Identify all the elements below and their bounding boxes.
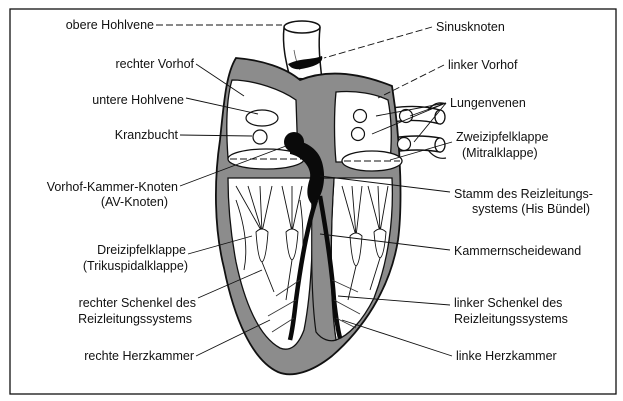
label-left-atrium: linker Vorhof xyxy=(448,58,518,72)
labels-left: obere Hohlvene rechter Vorhof untere Hoh… xyxy=(47,18,196,363)
label-mitral-valve: Zweizipfelklappe xyxy=(456,130,548,144)
label-left-bundle-branch: linker Schenkel des xyxy=(454,296,562,310)
label-left-ventricle: linke Herzkammer xyxy=(456,349,557,363)
label-his-bundle: Stamm des Reizleitungs- xyxy=(454,187,593,201)
label-tricuspid-valve: Dreizipfelklappe xyxy=(97,243,186,257)
label-right-bundle-branch-sub: Reizleitungssystems xyxy=(78,312,192,326)
superior-vena-cava xyxy=(283,21,322,80)
label-left-bundle-branch-sub: Reizleitungssystems xyxy=(454,312,568,326)
pulmonary-vein-opening-4 xyxy=(398,138,411,151)
label-his-bundle-sub: systems (His Bündel) xyxy=(472,202,590,216)
heart-cross-section-icon xyxy=(216,21,446,374)
label-sinus-node: Sinusknoten xyxy=(436,20,505,34)
coronary-sinus-opening xyxy=(253,130,267,144)
pulmonary-vein-opening-1 xyxy=(354,110,367,123)
label-right-bundle-branch: rechter Schenkel des xyxy=(79,296,196,310)
labels-right: Sinusknoten linker Vorhof Lungenvenen Zw… xyxy=(436,20,593,363)
left-ventricle xyxy=(331,178,392,340)
av-node xyxy=(284,132,304,152)
label-right-atrium: rechter Vorhof xyxy=(115,57,194,71)
label-mitral-valve-sub: (Mitralklappe) xyxy=(462,146,538,160)
label-av-node: Vorhof-Kammer-Knoten xyxy=(47,180,178,194)
label-tricuspid-valve-sub: (Trikuspidalklappe) xyxy=(83,259,188,273)
label-pulmonary-veins: Lungenvenen xyxy=(450,96,526,110)
pulmonary-vein-opening-3 xyxy=(352,128,365,141)
label-septum: Kammernscheidewand xyxy=(454,244,581,258)
label-av-node-sub: (AV-Knoten) xyxy=(101,195,168,209)
label-right-ventricle: rechte Herzkammer xyxy=(84,349,194,363)
label-superior-vena-cava: obere Hohlvene xyxy=(66,18,154,32)
label-coronary-sinus: Kranzbucht xyxy=(115,128,179,142)
label-inferior-vena-cava: untere Hohlvene xyxy=(92,93,184,107)
